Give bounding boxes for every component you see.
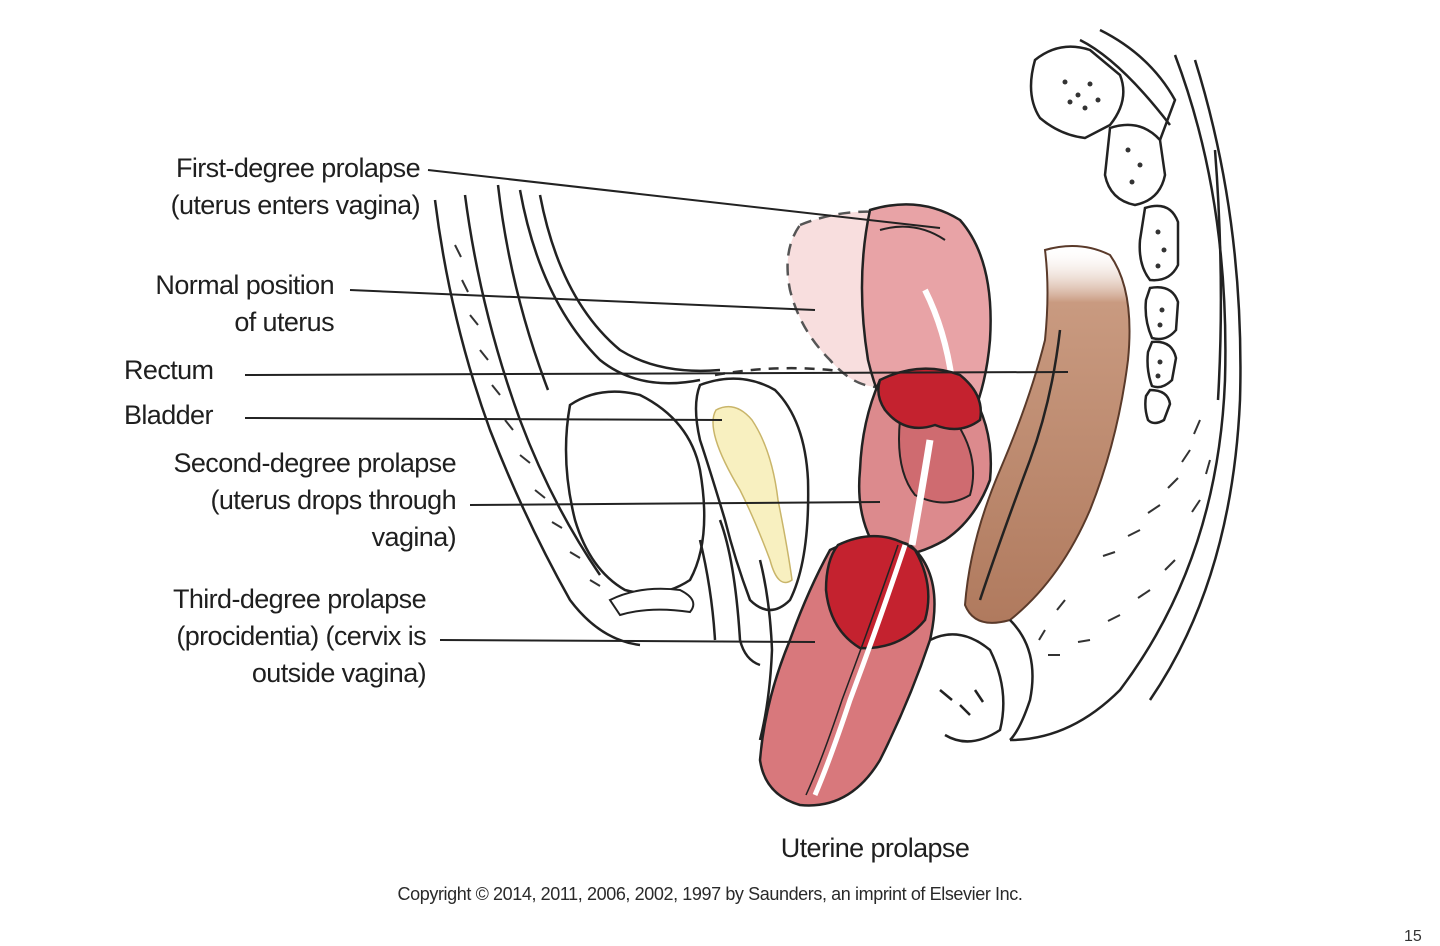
label-second-degree-prolapse: Second-degree prolapse (uterus drops thr… bbox=[100, 445, 456, 556]
label-third-degree-line1: Third-degree prolapse bbox=[172, 584, 427, 614]
third-degree-canal bbox=[812, 544, 908, 796]
cervix-dark-top bbox=[877, 367, 983, 431]
label-third-degree-line2: (procidentia) (cervix is bbox=[176, 621, 426, 651]
rectum-wall bbox=[978, 329, 1062, 601]
rectum bbox=[963, 245, 1131, 624]
label-normal-position-line2: of uterus bbox=[234, 307, 334, 337]
label-second-degree-line2: (uterus drops through bbox=[210, 485, 456, 515]
label-normal-position-line1: Normal position bbox=[155, 270, 334, 300]
vertebra-dots bbox=[1062, 79, 1167, 379]
label-third-degree-prolapse: Third-degree prolapse (procidentia) (cer… bbox=[100, 581, 427, 692]
label-first-degree-line1: First-degree prolapse bbox=[175, 153, 421, 183]
label-first-degree-line2: (uterus enters vagina) bbox=[170, 190, 421, 220]
label-second-degree-line1: Second-degree prolapse bbox=[173, 448, 456, 478]
pubic-bone bbox=[564, 390, 706, 595]
label-normal-position: Normal position of uterus bbox=[100, 267, 334, 341]
copyright-notice: Copyright © 2014, 2011, 2006, 2002, 1997… bbox=[397, 884, 1023, 904]
label-first-degree-prolapse: First-degree prolapse (uterus enters vag… bbox=[100, 150, 421, 224]
soft-tissue-dashes bbox=[1038, 419, 1211, 656]
leader-bladder bbox=[244, 417, 723, 421]
label-third-degree-line3: outside vagina) bbox=[251, 658, 427, 688]
third-degree-cervix-dark bbox=[824, 534, 930, 650]
label-second-degree-line3: vagina) bbox=[371, 522, 457, 552]
third-degree-canal-outline bbox=[805, 544, 899, 796]
leader-second-degree bbox=[469, 501, 881, 506]
vaginal-canal-upper bbox=[908, 439, 934, 546]
leader-first-degree bbox=[427, 169, 941, 229]
leader-normal-position bbox=[349, 289, 816, 311]
first-degree-inner-line bbox=[879, 225, 946, 241]
leader-rectum bbox=[244, 371, 1069, 376]
label-rectum: Rectum bbox=[124, 355, 214, 385]
abdominal-wall-dashes bbox=[454, 244, 601, 587]
first-degree-cavity bbox=[922, 288, 955, 381]
sacrum-vertebrae bbox=[1029, 28, 1180, 425]
page-number: 15 bbox=[1404, 928, 1422, 945]
figure-caption: Uterine prolapse bbox=[780, 833, 970, 863]
leader-lines bbox=[244, 169, 1069, 643]
leader-third-degree bbox=[439, 639, 816, 643]
posterior-body-contour bbox=[1009, 54, 1242, 742]
bladder-contents bbox=[712, 405, 793, 584]
anal-region bbox=[929, 619, 1034, 743]
label-bladder: Bladder bbox=[124, 400, 213, 430]
pubic-bone-base bbox=[608, 587, 695, 617]
